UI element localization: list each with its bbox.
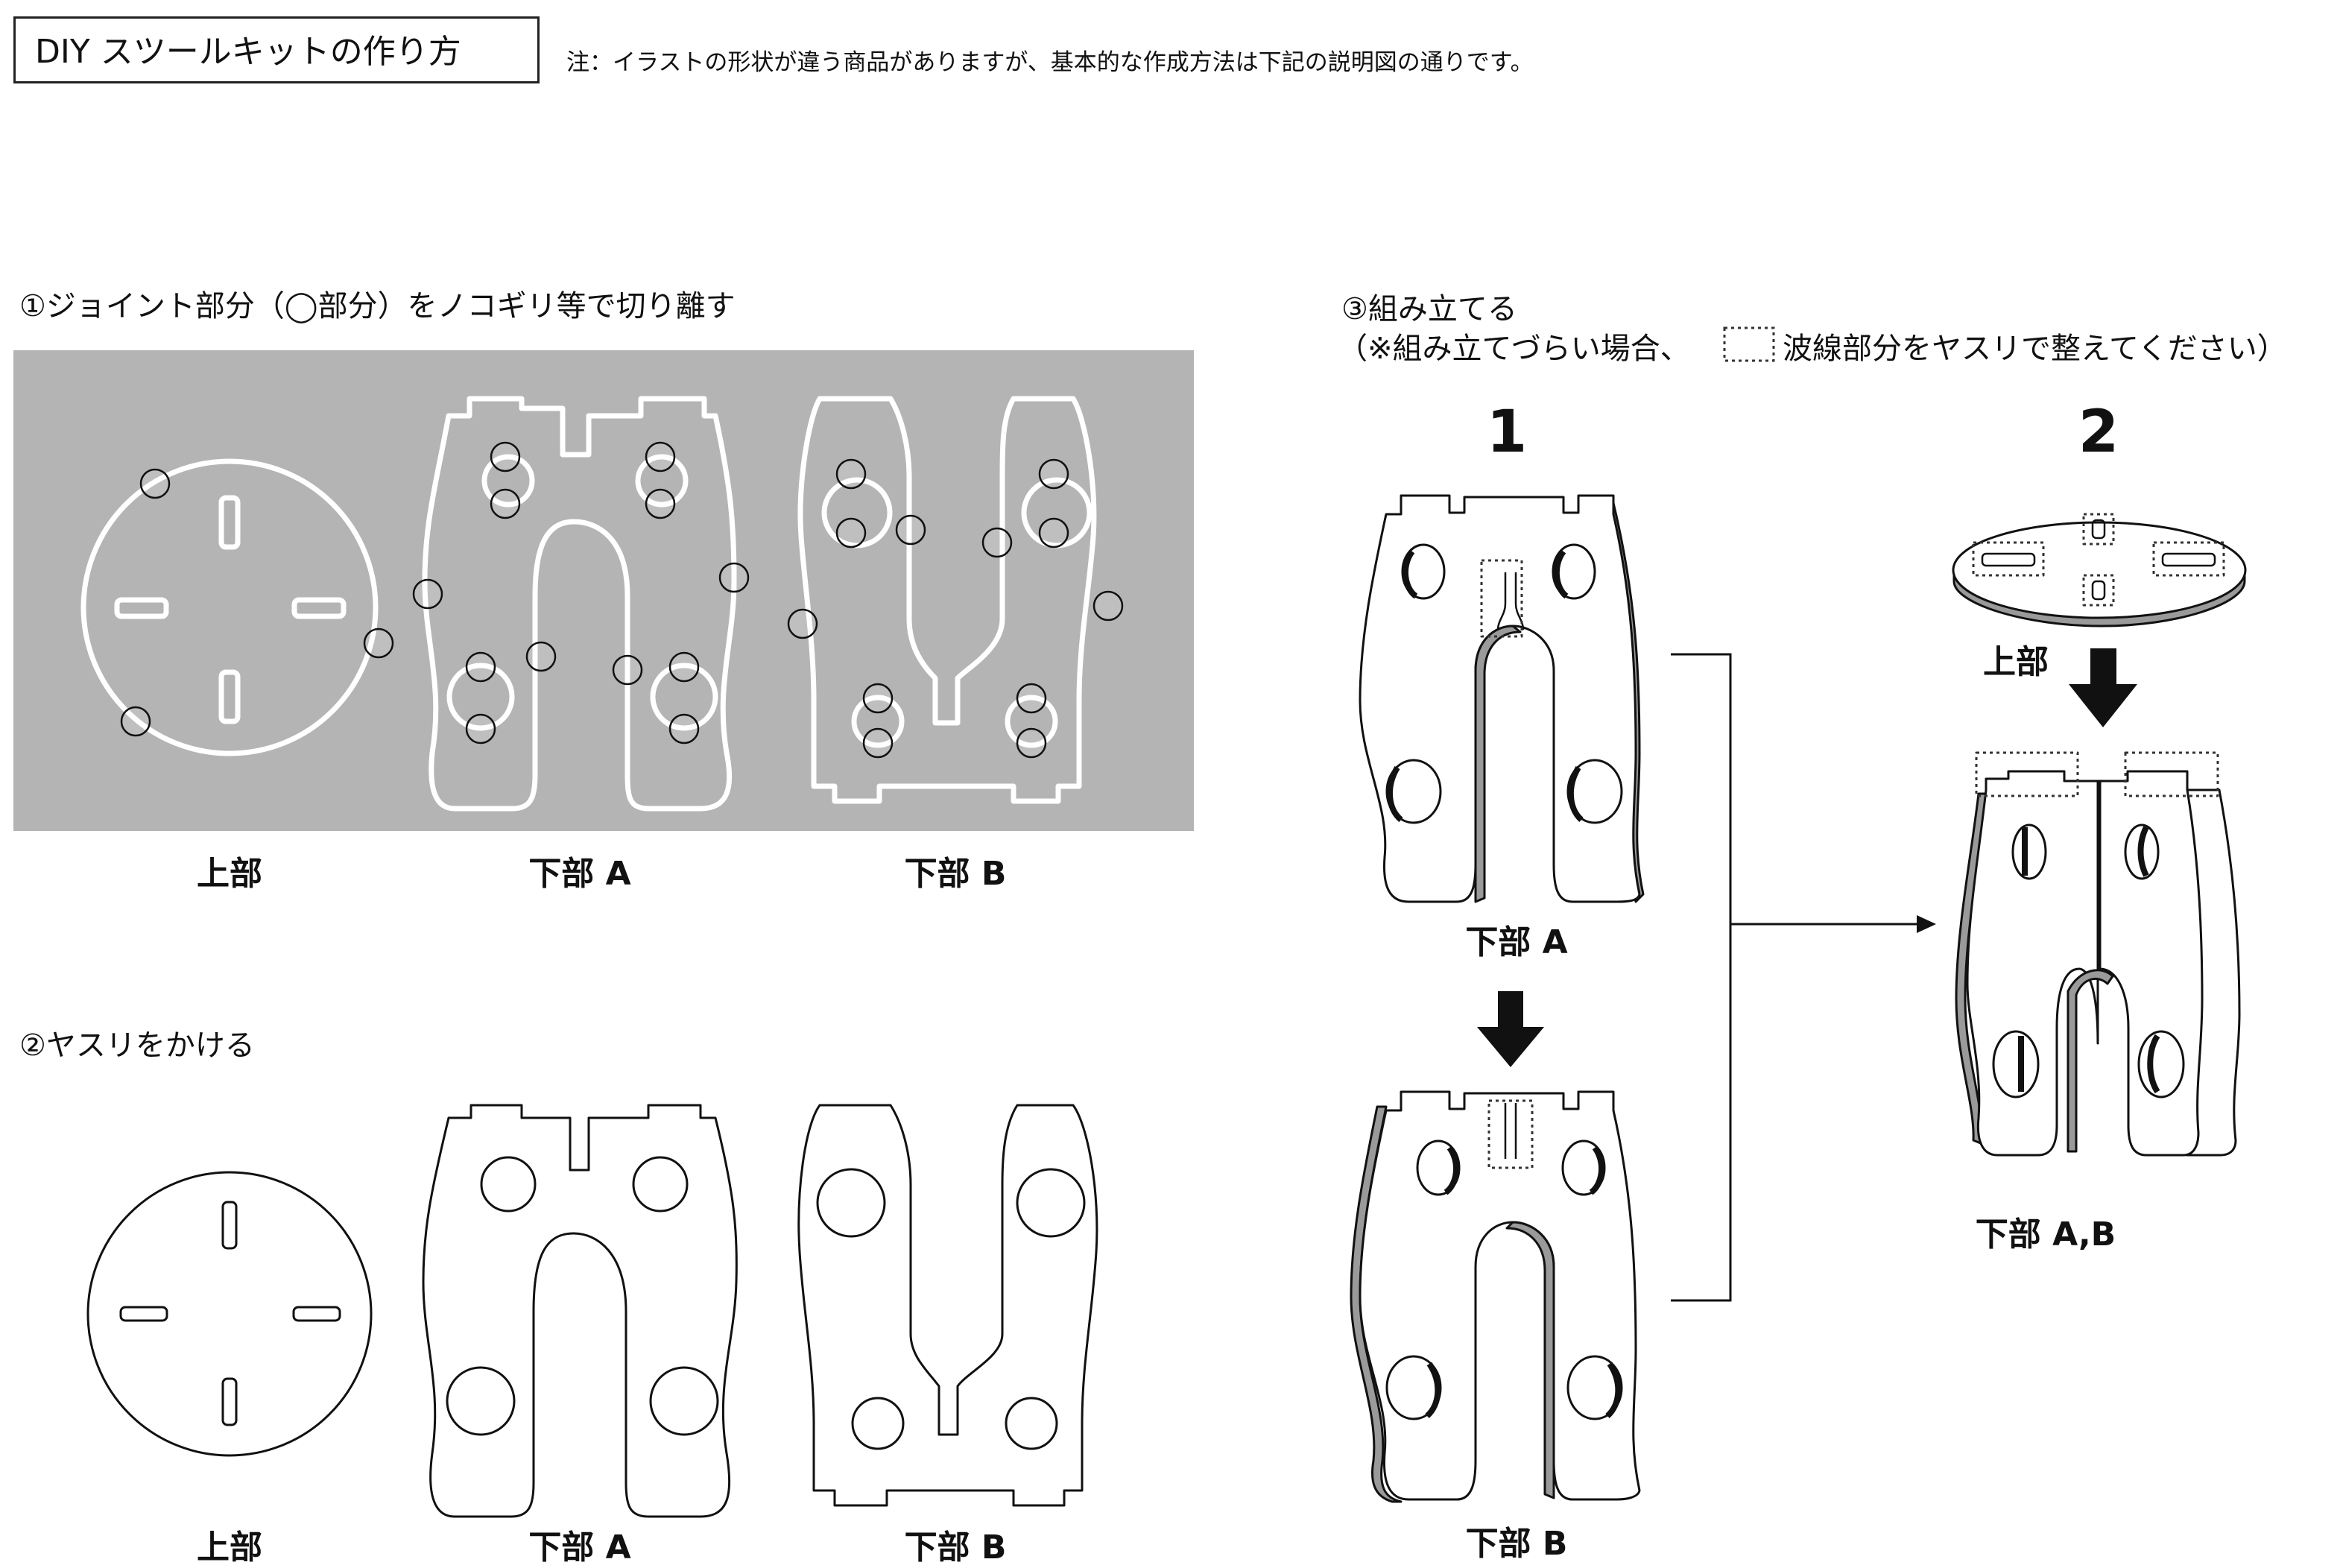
step3-label-b: 下部 B: [1465, 1525, 1568, 1563]
joint-markers: [120, 441, 1124, 759]
lower-part-a-sheet: [422, 396, 737, 812]
step1-label-a: 下部 A: [528, 855, 631, 893]
down-arrows: [1477, 648, 2137, 1067]
step2-title: ②ヤスリをかける: [19, 1028, 255, 1063]
step1-title: ①ジョイント部分（◯部分）をノコギリ等で切り離す: [19, 289, 736, 323]
step2-label-top: 上部: [197, 1529, 262, 1567]
step2-label-b: 下部 B: [904, 1529, 1007, 1567]
step3-number-1: 1: [1486, 399, 1528, 466]
connector-lines: [1671, 653, 1919, 1302]
lower-part-b-finished: [797, 1104, 1098, 1507]
step3-label-assembled: 下部 A,B: [1975, 1215, 2116, 1254]
step3-number-2: 2: [2078, 399, 2119, 466]
step3-subtitle-a: （※組み立てづらい場合、: [1338, 332, 1690, 366]
header-note: 注：イラストの形状が違う商品がありますが、基本的な作成方法は下記の説明図の通りで…: [566, 49, 1534, 76]
step3-title: ③組み立てる: [1341, 292, 1517, 326]
step1-label-b: 下部 B: [904, 855, 1007, 893]
step2-label-a: 下部 A: [528, 1529, 631, 1567]
top-part-sheet: [80, 458, 379, 756]
dotted-marker-legend: [1723, 326, 1775, 362]
assembly-part-b: [1350, 1090, 1641, 1503]
assembly-part-a: [1359, 494, 1645, 903]
step3-label-top: 上部: [1983, 643, 2049, 681]
step1-label-top: 上部: [197, 855, 262, 893]
lower-part-a-finished: [422, 1104, 738, 1518]
assembly-seat: [1952, 513, 2247, 627]
lower-part-b-sheet: [797, 396, 1097, 804]
assembled-stool: [1955, 751, 2241, 1157]
page-title: DIY スツールキットの作り方: [13, 16, 540, 83]
arrow-head: [1917, 915, 1936, 933]
step3-subtitle-b: 波線部分をヤスリで整えてください）: [1783, 332, 2287, 366]
step3-label-a: 下部 A: [1465, 923, 1568, 961]
cut-sheet-panel: [13, 350, 1194, 831]
top-part-finished: [86, 1171, 373, 1457]
